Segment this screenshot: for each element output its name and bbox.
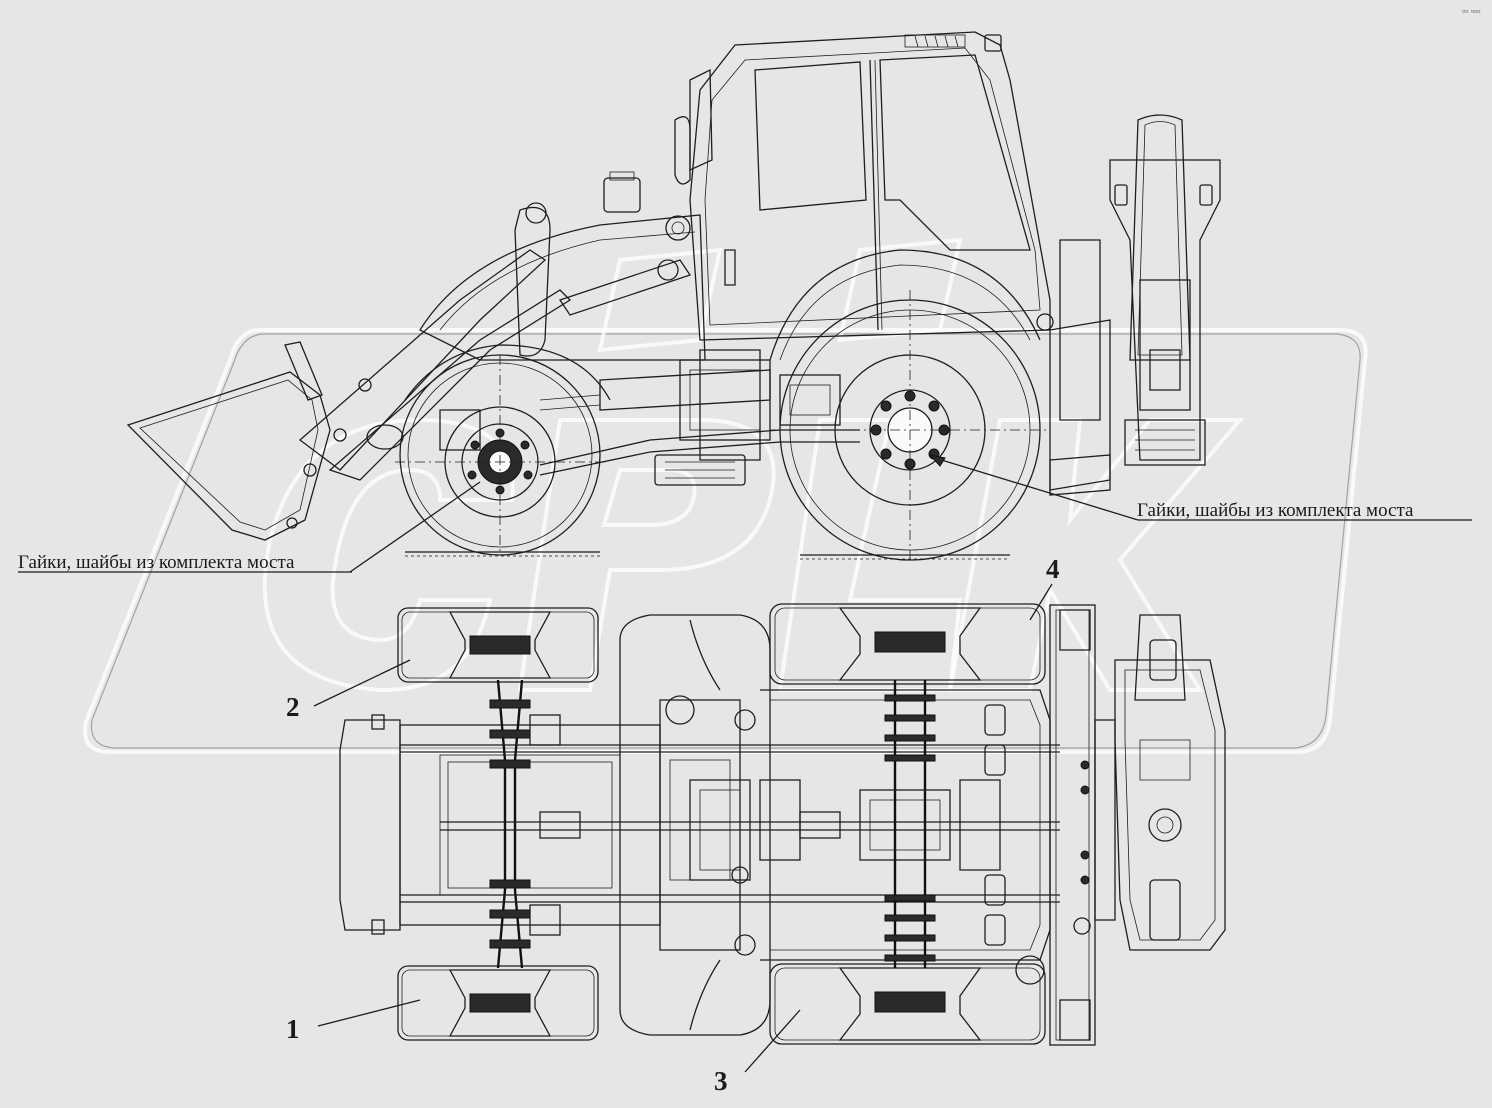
leader-lines	[18, 454, 1472, 1073]
side-view	[126, 31, 1221, 561]
annotation-front-axle: Гайки, шайбы из комплекта моста	[18, 552, 295, 573]
callout-2: 2	[286, 692, 300, 722]
corner-mark: ▫▫ ▫▫▫	[1462, 6, 1480, 16]
callout-4: 4	[1046, 554, 1060, 584]
watermark	[83, 237, 1368, 754]
labels: Гайки, шайбы из комплекта моста Гайки, ш…	[18, 6, 1480, 1096]
plan-view	[339, 603, 1226, 1046]
annotation-rear-axle: Гайки, шайбы из комплекта моста	[1137, 500, 1414, 521]
callout-1: 1	[286, 1014, 300, 1044]
callout-3: 3	[714, 1066, 728, 1096]
